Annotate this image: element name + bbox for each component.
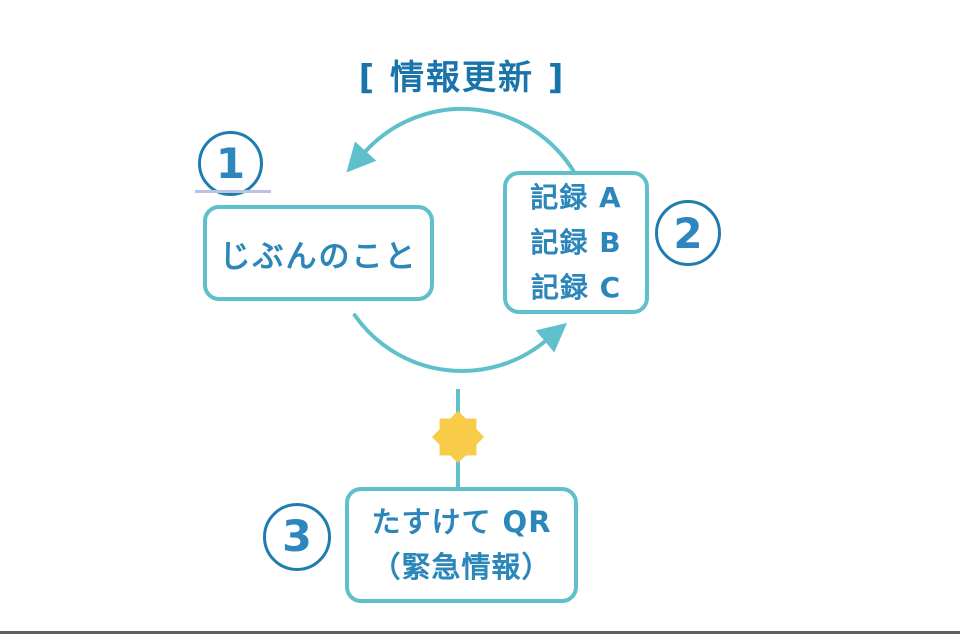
step-2-number-circle: 2 — [655, 200, 721, 266]
step-2-line-3: 記録 C — [530, 271, 622, 304]
step-2-number: 2 — [673, 208, 703, 258]
step-1-box: じぶんのこと — [203, 205, 434, 301]
step-2-box: 記録 A 記録 B 記録 C — [503, 171, 649, 314]
step-3-number-circle: 3 — [263, 503, 331, 571]
cycle-arrow-top — [346, 106, 588, 198]
step-2-line-2: 記録 B — [530, 226, 622, 259]
step-1-underline — [195, 190, 271, 193]
step-1-label: じぶんのこと — [219, 238, 418, 275]
step-2-line-1: 記録 A — [530, 181, 622, 214]
step-1-number-circle: 1 — [198, 131, 263, 196]
cycle-arrow-bottom — [352, 313, 568, 373]
step-3-line-2: （緊急情報） — [371, 550, 552, 584]
step-3-box: たすけて QR （緊急情報） — [345, 487, 578, 603]
step-1-number: 1 — [215, 139, 246, 188]
step-3-number: 3 — [282, 512, 312, 562]
emergency-burst-icon — [432, 411, 484, 463]
bottom-rule — [0, 631, 960, 634]
step-3-line-1: たすけて QR — [371, 505, 552, 539]
diagram-title: [ 情報更新 ] — [358, 58, 566, 98]
